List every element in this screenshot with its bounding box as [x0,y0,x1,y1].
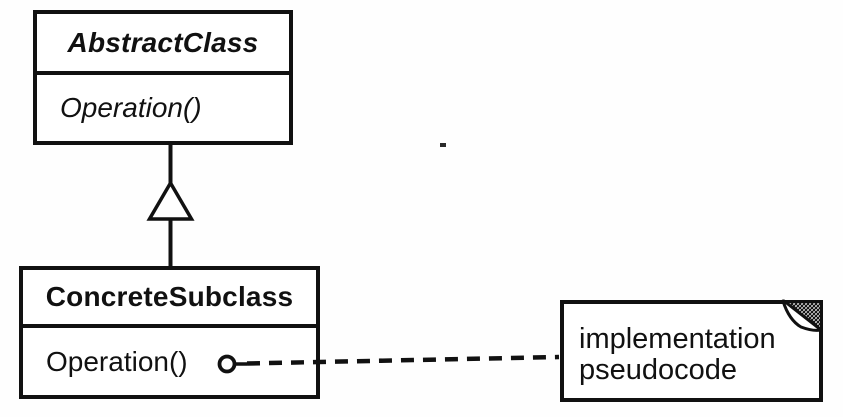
scan-artifact-dot [440,143,446,147]
class-name-abstractclass: AbstractClass [37,14,289,75]
note-fold-hatch [783,301,822,332]
note-line-1: implementation [579,323,776,355]
inheritance-triangle-icon [146,179,195,221]
operation-abstractclass: Operation() [60,92,202,123]
class-name-concretesubclass: ConcreteSubclass [23,270,316,328]
note-line-2: pseudocode [579,354,738,386]
class-box-abstractclass: AbstractClass Operation() [33,10,293,145]
operation-concretesubclass: Operation() [46,345,188,377]
class-box-concretesubclass: ConcreteSubclass Operation() [19,266,320,399]
note-fold-flap-icon [781,299,823,332]
note-text: implementation pseudocode [579,324,776,386]
